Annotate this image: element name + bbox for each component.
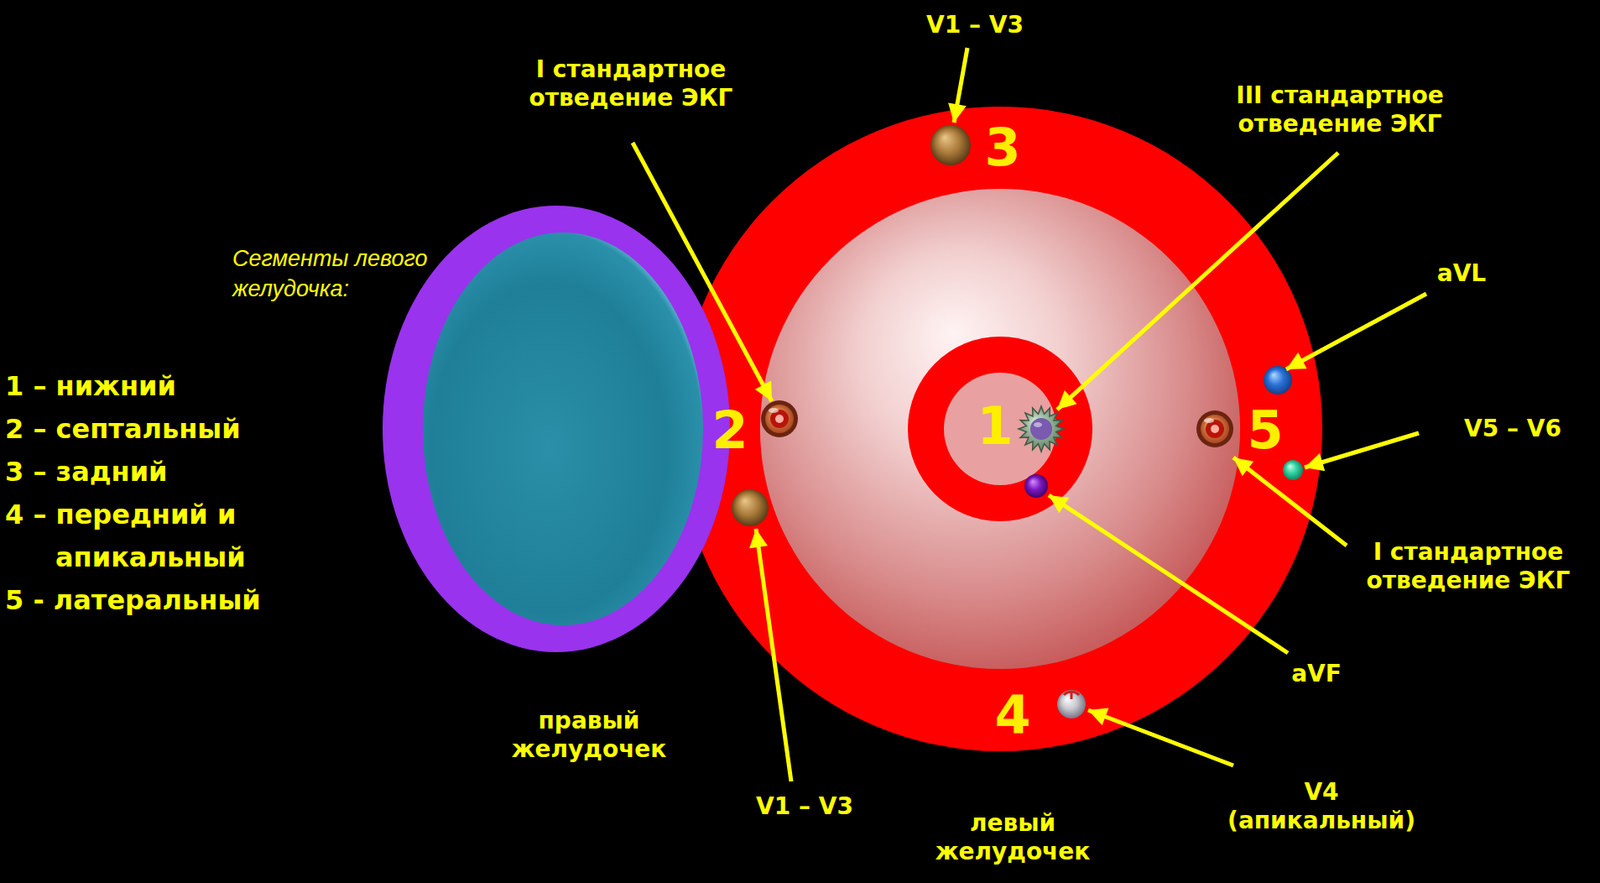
ventricle-wall xyxy=(382,205,730,652)
electrode-spiky xyxy=(1033,422,1043,428)
ventricle-wall xyxy=(677,106,1323,751)
electrode-swirl xyxy=(768,407,779,413)
ventricle-outline xyxy=(382,205,730,652)
legend-heading: Сегменты левого желудочка: xyxy=(232,243,501,304)
electrode-spiky xyxy=(1030,417,1053,440)
inferior-core xyxy=(943,372,1057,485)
electrode-swirl xyxy=(1203,417,1215,423)
ventricle-label: левый желудочек xyxy=(935,808,1091,866)
callout-number: 2 xyxy=(711,404,748,457)
electrode-swirl xyxy=(775,414,784,423)
lead-label: V1 – V3 xyxy=(755,792,854,821)
segment-item: 4 – передний и апикальный xyxy=(5,493,341,579)
right-ventricle: правый желудочек xyxy=(382,205,730,652)
electrode-green xyxy=(1282,459,1303,480)
ventricle-cavity xyxy=(760,188,1241,669)
callout-number: 4 xyxy=(994,688,1031,741)
electrode-green xyxy=(1282,459,1303,480)
electrode-purple xyxy=(1024,474,1048,498)
electrode-brown xyxy=(731,489,769,527)
lead-label: V1 – V3 xyxy=(926,10,1024,40)
lead-label: V5 – V6 xyxy=(1464,414,1562,443)
electrode-swirl xyxy=(765,404,794,433)
electrode-swirl xyxy=(1196,410,1234,448)
electrode-swirl xyxy=(1196,410,1234,448)
electrode-swirl xyxy=(760,400,798,438)
electrode-brown xyxy=(731,489,769,527)
ventricle-label: правый желудочек xyxy=(511,706,668,763)
lead-label: I стандартное отведение ЭКГ xyxy=(1329,537,1600,595)
electrode-grey xyxy=(1057,689,1086,719)
electrode-grey xyxy=(1057,689,1086,719)
leader-arrow xyxy=(1088,709,1234,766)
lead-label: aVF xyxy=(1291,659,1342,688)
electrode-grey xyxy=(1070,690,1074,699)
segment-item: 1 – нижний xyxy=(5,364,341,408)
electrode-swirl xyxy=(1200,414,1230,443)
lead-label: I стандартное отведение ЭКГ xyxy=(492,55,770,112)
callout-number: 1 xyxy=(976,400,1013,453)
electrode-spiky xyxy=(1018,406,1064,452)
ventricle-cavity xyxy=(422,232,704,626)
lead-label: aVL xyxy=(1437,259,1486,288)
electrode-spiky xyxy=(1018,406,1064,452)
inferior-ring xyxy=(907,336,1093,522)
electrode-brown xyxy=(930,125,971,166)
leader-arrows xyxy=(632,47,1427,782)
segment-item: 2 – септальный xyxy=(5,407,341,451)
lead-label: V4 (апикальный) xyxy=(1227,777,1416,834)
callout-number: 5 xyxy=(1246,404,1283,457)
electrode-purple xyxy=(1024,474,1048,498)
segment-item: 3 – задний xyxy=(5,450,341,494)
callout-number: 3 xyxy=(984,121,1021,174)
electrode-swirl xyxy=(1210,424,1220,433)
segment-item: 5 - латеральный xyxy=(5,578,341,622)
lead-label: III стандартное отведение ЭКГ xyxy=(1201,81,1479,138)
electrode-swirl xyxy=(760,400,798,438)
electrode-brown xyxy=(930,125,971,166)
